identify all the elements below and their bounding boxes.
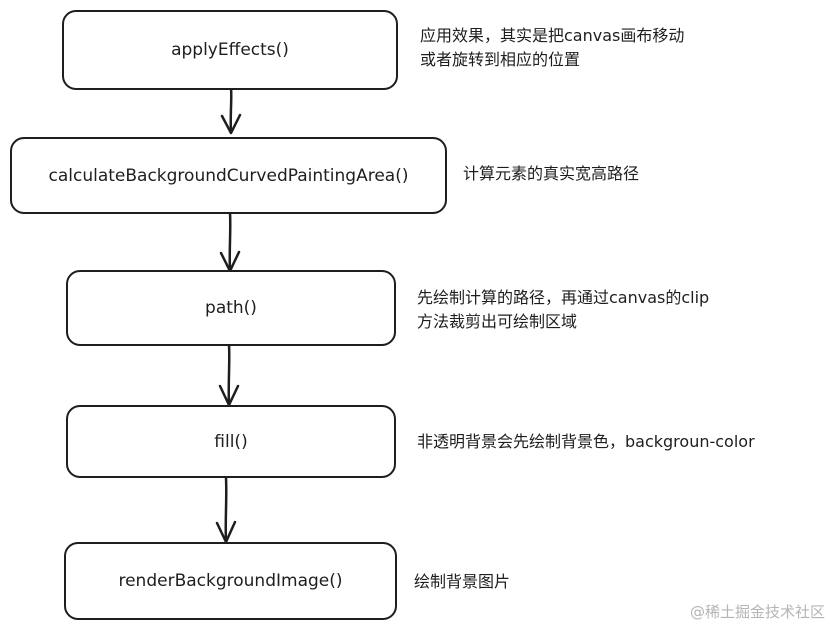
step-calculate-area-box: calculateBackgroundCurvedPaintingArea() [10,137,447,214]
step-apply-effects-box: applyEffects() [62,10,398,90]
note-apply-effects-line-1: 应用效果，其实是把canvas画布移动 [420,26,685,45]
step-fill-box: fill() [66,405,396,478]
note-path-line-2: 方法裁剪出可绘制区域 [417,312,578,331]
step-apply-effects-label: applyEffects() [171,40,289,60]
note-calculate-area-line-1: 计算元素的真实宽高路径 [463,164,640,183]
note-fill-line-1: 非透明背景会先绘制背景色，backgroun-color [417,432,755,451]
note-path-line-1: 先绘制计算的路径，再通过canvas的clip [417,288,710,307]
step-calculate-area-label: calculateBackgroundCurvedPaintingArea() [48,165,409,186]
arrow-1 [229,86,233,134]
note-render-background-image: 绘制背景图片 [414,570,510,594]
step-path-box: path() [66,270,396,346]
note-fill: 非透明背景会先绘制背景色，backgroun-color [417,430,755,454]
note-path: 先绘制计算的路径，再通过canvas的clip 方法裁剪出可绘制区域 [417,286,709,334]
arrow-2 [228,211,232,272]
watermark: @稀土掘金技术社区 [689,603,825,621]
note-apply-effects-line-2: 或者旋转到相应的位置 [420,50,581,69]
step-render-background-image-box: renderBackgroundImage() [64,542,397,620]
note-render-background-image-line-1: 绘制背景图片 [414,572,511,591]
arrow-4 [224,476,228,543]
note-apply-effects: 应用效果，其实是把canvas画布移动 或者旋转到相应的位置 [420,24,684,72]
arrow-1-head [220,113,242,135]
step-fill-label: fill() [214,431,248,452]
note-calculate-area: 计算元素的真实宽高路径 [463,162,639,186]
step-render-background-image-label: renderBackgroundImage() [118,571,343,591]
arrow-3 [227,343,231,406]
step-path-label: path() [205,298,257,318]
